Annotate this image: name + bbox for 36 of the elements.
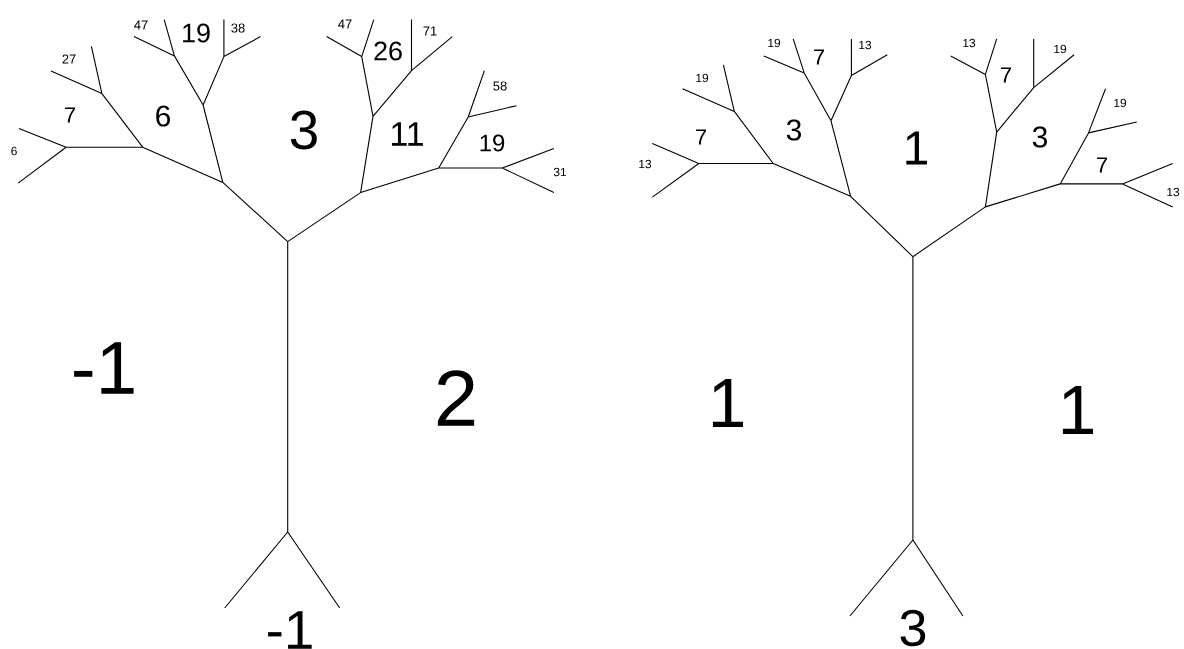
region-number: 3 [900, 609, 926, 647]
region-number: -1 [268, 611, 312, 649]
region-number: 3 [786, 119, 801, 141]
region-number: 19 [480, 134, 505, 152]
region-number: 11 [392, 122, 423, 146]
region-number: 7 [65, 107, 75, 123]
region-number: 3 [1032, 126, 1047, 148]
region-number: 19 [183, 23, 210, 43]
region-number: 13 [1167, 187, 1180, 197]
region-number: 6 [156, 105, 170, 127]
region-number: 71 [423, 26, 437, 36]
region-number: 19 [696, 73, 709, 83]
region-number: 47 [338, 19, 352, 29]
region-number: 2 [437, 370, 475, 426]
region-number: -1 [74, 342, 134, 394]
region-number: 3 [290, 110, 317, 150]
region-number: 13 [963, 38, 976, 48]
region-number: 7 [1097, 157, 1107, 173]
region-number: 1 [906, 131, 927, 165]
region-number: 6 [11, 146, 17, 156]
region-number: 38 [231, 23, 245, 33]
region-number: 47 [134, 20, 148, 30]
region-number: 26 [374, 41, 402, 61]
region-number: 7 [1001, 67, 1011, 83]
region-number: 1 [1062, 386, 1093, 434]
region-number: 19 [1054, 44, 1067, 54]
region-number: 19 [1114, 98, 1127, 108]
region-number: 19 [768, 38, 781, 48]
region-number: 13 [859, 40, 872, 50]
region-number: 7 [696, 129, 706, 145]
region-number: 7 [814, 49, 824, 65]
region-number: 27 [62, 54, 76, 64]
region-number: 13 [639, 159, 652, 169]
region-number: 58 [493, 81, 507, 91]
region-number: 1 [712, 379, 743, 427]
region-number: 31 [553, 167, 567, 177]
